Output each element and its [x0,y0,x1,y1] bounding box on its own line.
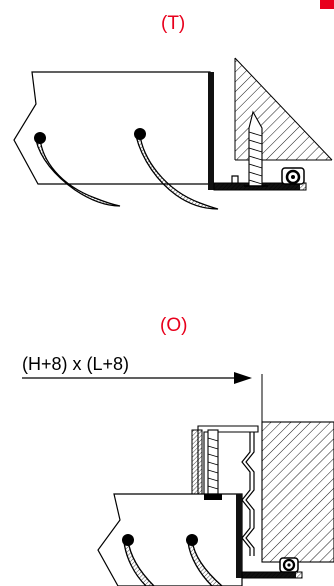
brand-mark [320,0,334,9]
brush-fibers [34,128,219,210]
brush-fibers-o [122,534,223,586]
screw [244,110,268,187]
seal-gasket-o [279,557,299,573]
body-outline-o [97,493,243,586]
detail-o [22,372,334,586]
wall-block [261,421,334,563]
variant-label-t: (T) [161,13,186,34]
body-outline [13,71,211,185]
variant-label-o: (O) [160,315,188,336]
frame-profile-o [236,494,296,578]
seal-gasket [281,167,305,185]
bolt [204,429,222,500]
dimension-label: (H+8) x (L+8) [22,354,130,374]
detail-t [13,57,333,210]
bracket [197,425,259,495]
dimension-arrow [234,372,252,384]
